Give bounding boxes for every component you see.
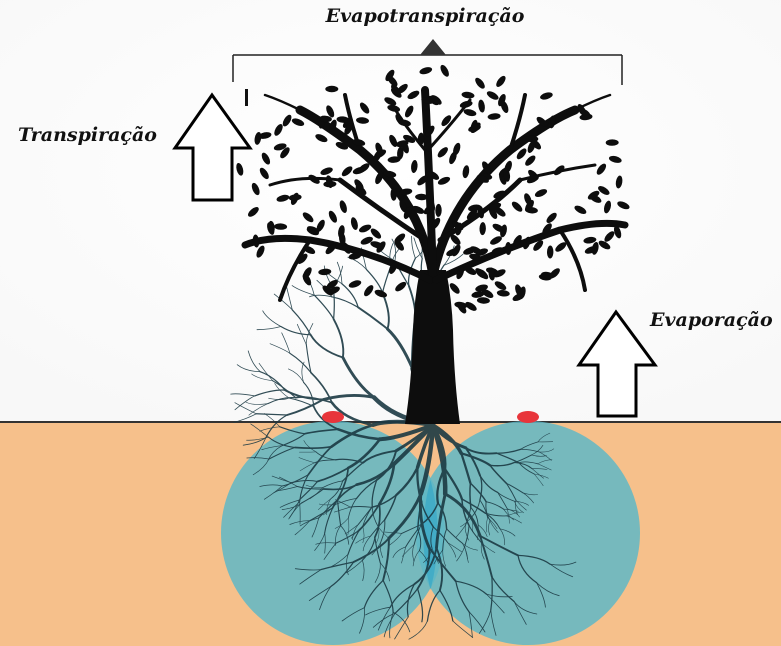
evaporation-label: Evaporação [650,309,773,331]
bracket-tick [245,89,248,106]
sky-background [0,0,781,422]
drip-emitter-right [517,411,539,423]
transpiration-label: Transpiração [18,124,157,146]
drip-emitter-left [322,411,344,423]
wet-bulb-left [221,421,445,645]
evapotranspiration-label: Evapotranspiração [300,5,550,27]
